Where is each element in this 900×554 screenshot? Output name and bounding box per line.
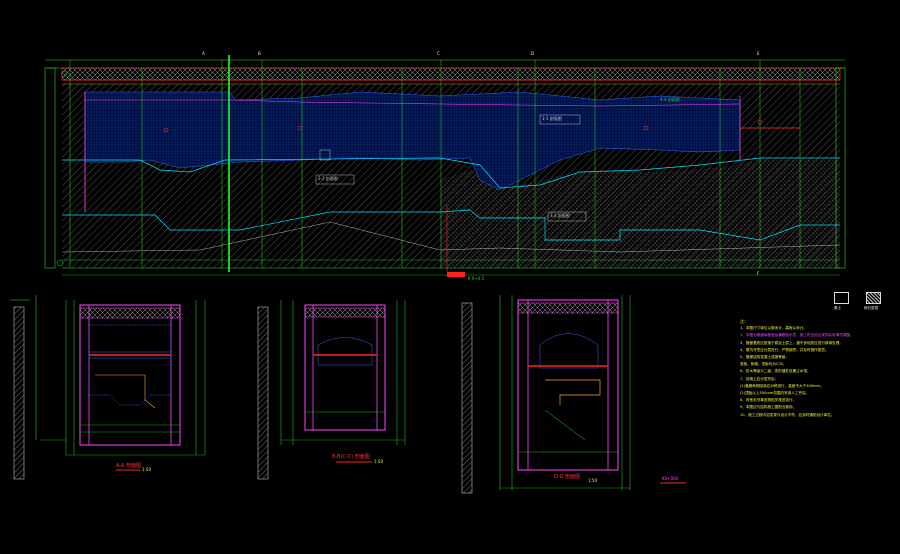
section-title-b-b: B-B(C-C) 剖面图	[332, 454, 370, 460]
legend-swatch-hatch	[866, 292, 881, 304]
section-b-b	[257, 300, 406, 480]
profile-label-b: B	[258, 51, 261, 56]
section-title-d-d: D-D 剖面图	[554, 474, 581, 480]
small-note: K0+000	[662, 476, 679, 481]
note-line-9: (1)管廊两侧回填应对称进行，高差不大于300mm；	[740, 383, 824, 388]
note-line-7: 6、防水等级为二级，变形缝处设置止水带。	[740, 369, 811, 374]
note-line-8: 7、回填土应分层夯实：	[740, 376, 779, 381]
callout-3: 3-3 剖面图	[550, 213, 570, 218]
note-line-4: 4、基坑开挖应分层进行，严禁超挖，并及时施作垫层。	[740, 347, 829, 352]
note-line-2: 2、本图为管廊纵断面及横断面示意，施工时应结合现场实际情况调整。	[740, 333, 854, 338]
note-line-12: 9、本图应与结构施工图配合使用。	[740, 405, 797, 410]
section-d-d	[461, 295, 686, 494]
longitudinal-profile	[44, 55, 846, 277]
design-notes: 注： 1、本图尺寸单位以毫米计，高程以米计。 2、本图为管廊纵断面及横断面示意，…	[740, 318, 890, 419]
legend-label-hatch: 碎石垫层	[864, 306, 879, 310]
section-scale-d-d: 1:50	[588, 478, 597, 483]
section-title-a-a: A-A 剖面图	[116, 463, 142, 469]
section-scale-b-b: 1:50	[374, 459, 383, 464]
section-scale-a-a: 1:50	[142, 467, 151, 472]
note-line-10: (2)顶板以上500mm范围内采用人工夯实。	[740, 391, 810, 396]
legend-label-fill: 素土	[834, 306, 842, 310]
callout-2: 2-2 剖面图	[318, 176, 338, 181]
notes-title: 注：	[740, 319, 748, 324]
profile-label-a: A	[202, 51, 205, 56]
legend-swatch-fill	[834, 292, 849, 304]
note-line-6: 底板、侧墙、顶板均为C35。	[740, 362, 787, 367]
note-line-1: 1、本图尺寸单位以毫米计，高程以米计。	[740, 326, 807, 331]
note-line-11: 8、其他未尽事宜按相关规范执行。	[740, 398, 797, 403]
profile-label-f: F	[757, 271, 760, 276]
callout-4: 4-4 剖面图	[660, 97, 680, 102]
callout-1: 1-1 剖面图	[542, 116, 562, 121]
section-a-a	[10, 295, 206, 480]
profile-label-c: C	[437, 51, 440, 56]
bottom-marker: K 0+4.5	[468, 276, 485, 281]
note-line-5: 5、管廊结构混凝土强度等级：	[740, 355, 790, 360]
profile-label-d: D	[531, 51, 535, 56]
note-line-13: 10、施工过程中如发现与设计不符，应及时通知设计单位。	[740, 412, 835, 417]
profile-label-e: E	[757, 51, 760, 56]
note-line-3: 3、管廊基底应座落于稳定土层上，遇不良地质应进行换填处理。	[740, 340, 843, 345]
